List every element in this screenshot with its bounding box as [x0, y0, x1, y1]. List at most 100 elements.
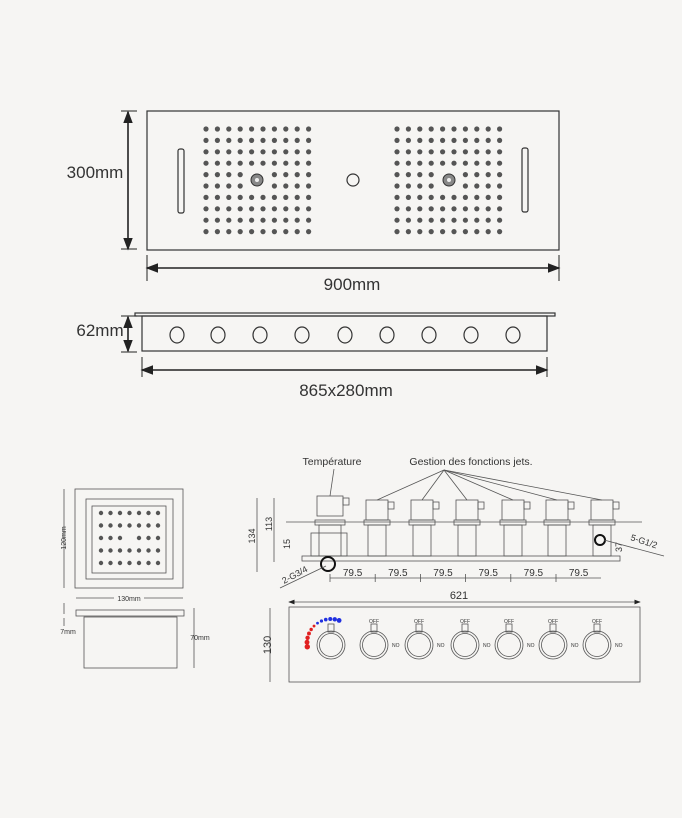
- leader-line: [443, 469, 558, 501]
- nozzle-dot: [237, 137, 243, 143]
- nozzle-dot: [271, 206, 277, 212]
- nozzle-dot: [417, 217, 423, 223]
- nozzle-dot: [237, 149, 243, 155]
- body-jet-drawing: 120mm 130mm 7mm 70mm: [60, 488, 210, 669]
- hot-dot: [305, 635, 310, 640]
- nozzle-dot: [203, 149, 209, 155]
- width-900-label: 900mm: [324, 275, 381, 294]
- nozzle-dot: [260, 149, 266, 155]
- nozzle-dot: [306, 149, 312, 155]
- nozzle-dot: [405, 229, 411, 235]
- temperature-label: Température: [303, 456, 362, 468]
- nozzle-dot: [440, 149, 446, 155]
- nozzle-dot: [428, 172, 434, 178]
- knob-inner: [541, 633, 565, 657]
- valve-body: [547, 524, 567, 557]
- size-865x280-label: 865x280mm: [299, 381, 393, 400]
- knob-on-label: NO: [483, 643, 491, 649]
- nozzle-dot: [462, 194, 468, 200]
- nozzle-dot: [249, 229, 255, 235]
- nozzle-dot: [283, 183, 289, 189]
- width-130-label: 130mm: [117, 596, 141, 603]
- nozzle-dot: [203, 160, 209, 166]
- nozzle-dot: [417, 194, 423, 200]
- side-hole: [252, 326, 268, 344]
- knob-inner: [407, 633, 431, 657]
- nozzle-dot: [394, 217, 400, 223]
- nozzle-dot: [417, 149, 423, 155]
- valve-body: [592, 524, 612, 557]
- jet-dot: [117, 523, 123, 528]
- nozzle-dot: [417, 172, 423, 178]
- nozzle-dot: [497, 172, 503, 178]
- knob-inner: [453, 633, 477, 657]
- nozzle-dot: [405, 183, 411, 189]
- nozzle-dot: [428, 217, 434, 223]
- nozzle-dot: [260, 194, 266, 200]
- nozzle-dot: [462, 229, 468, 235]
- nozzle-dot: [485, 217, 491, 223]
- nozzle-dot: [283, 160, 289, 166]
- knob-inner: [319, 633, 343, 657]
- knob-on-label: NO: [437, 643, 445, 649]
- valve-body: [367, 524, 387, 557]
- height-300-label: 300mm: [67, 163, 124, 182]
- nozzle-dot: [474, 172, 480, 178]
- nozzle-dot: [249, 217, 255, 223]
- spacing-label: 79.5: [478, 568, 498, 579]
- nozzle-dot: [497, 183, 503, 189]
- cold-dot: [319, 619, 324, 623]
- nozzle-dot: [417, 183, 423, 189]
- nozzle-dot: [260, 126, 266, 132]
- knob-outer: [582, 630, 612, 660]
- nozzle-dot: [440, 160, 446, 166]
- jet-dot: [108, 548, 113, 553]
- nozzle-dot: [226, 172, 232, 178]
- side-hole: [379, 326, 395, 344]
- nozzle-dot: [394, 172, 400, 178]
- nozzle-dot: [283, 229, 289, 235]
- nozzle-dot: [474, 160, 480, 166]
- valve-body: [503, 524, 523, 557]
- spacing-label: 79.5: [569, 568, 589, 579]
- nozzle-dot: [405, 217, 411, 223]
- nozzle-dot: [306, 183, 312, 189]
- plate-7-label: 7mm: [60, 629, 76, 636]
- knob-indicator: [461, 623, 469, 633]
- nozzle-dot: [237, 160, 243, 166]
- nozzle-dot: [271, 160, 277, 166]
- spacing-label: 79.5: [433, 568, 453, 579]
- nozzle-dot: [440, 137, 446, 143]
- knob-outer: [538, 630, 568, 660]
- valve-handle: [545, 499, 569, 521]
- nozzle-dot: [237, 194, 243, 200]
- nozzle-dot: [306, 217, 312, 223]
- jet-dot: [98, 560, 104, 566]
- nozzle-dot: [440, 217, 446, 223]
- nozzle-dot: [451, 217, 457, 223]
- knob-off-label: OFF: [592, 619, 602, 625]
- nozzle-dot: [497, 160, 503, 166]
- nozzle-dot: [462, 217, 468, 223]
- valve-body: [412, 524, 432, 557]
- nozzle-dot: [497, 194, 503, 200]
- depth-70-label: 70mm: [190, 635, 210, 642]
- nozzle-dot: [294, 206, 300, 212]
- handle-lever: [567, 501, 575, 510]
- nozzle-dot: [306, 172, 312, 178]
- nozzle-dot: [237, 206, 243, 212]
- knob-indicator: [415, 623, 423, 633]
- knob-on-label: NO: [392, 643, 400, 649]
- nozzle-dot: [405, 206, 411, 212]
- nozzle-dot: [214, 149, 220, 155]
- nozzle-dot: [306, 137, 312, 143]
- nozzle-dot: [440, 229, 446, 235]
- valve-trim: [588, 519, 616, 526]
- handle-lever: [342, 497, 350, 506]
- nozzle-dot: [271, 229, 277, 235]
- spacing-label: 79.5: [524, 568, 544, 579]
- nozzle-dot: [474, 149, 480, 155]
- knob-outer: [359, 630, 389, 660]
- side-hole: [505, 326, 521, 344]
- nozzle-dot: [283, 206, 289, 212]
